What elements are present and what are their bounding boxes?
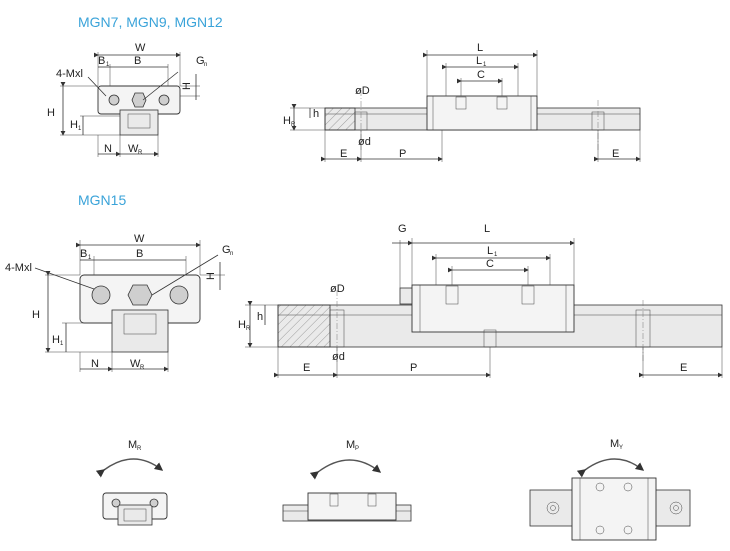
dim-d-small: øD xyxy=(355,85,370,97)
dim-gn-sub-large: n xyxy=(230,251,233,257)
dim-l1-small: L xyxy=(476,55,482,67)
dim-l1-sub-large: 1 xyxy=(494,252,498,258)
dim-hr-small: H xyxy=(283,115,291,127)
dim-b1-small: B xyxy=(98,55,105,67)
dim-e-right-small: E xyxy=(612,148,619,160)
dim-wr-large: W xyxy=(130,358,141,370)
dim-h1-small: H xyxy=(70,119,78,131)
moment-my-sub: Y xyxy=(619,445,623,451)
dim-n-large: N xyxy=(91,358,99,370)
dim-b-large: B xyxy=(136,248,143,260)
dim-e-left-large: E xyxy=(303,362,310,374)
dim-h1-sub-large: 1 xyxy=(60,341,64,347)
dim-h-small: H xyxy=(47,107,55,119)
dim-d-large: øD xyxy=(330,283,345,295)
dim-w-large: W xyxy=(134,233,145,245)
dim-e-left-small: E xyxy=(340,148,347,160)
title-mgn7-9-12: MGN7, MGN9, MGN12 xyxy=(78,14,223,30)
dim-h2-large: H xyxy=(205,272,217,280)
dim-h-lower-large: h xyxy=(257,311,263,323)
dim-mxl-large: 4-Mxl xyxy=(5,262,32,274)
small-side-view xyxy=(290,50,641,162)
mgn15-end-view xyxy=(34,240,225,372)
dim-b1-sub-large: 1 xyxy=(88,255,92,261)
dim-p-large: P xyxy=(410,362,417,374)
dim-gn-sub-small: n xyxy=(204,62,207,68)
title-mgn15: MGN15 xyxy=(78,192,126,208)
small-side-view-labels: L L 1 C øD ød H R h E P E xyxy=(283,42,619,160)
dim-hr-sub-small: R xyxy=(291,122,296,128)
moment-my-figure xyxy=(529,458,691,541)
dim-l-small: L xyxy=(477,42,483,54)
moment-mp-figure xyxy=(282,459,412,522)
moment-mp-sub: P xyxy=(355,446,359,452)
dim-wr-small: W xyxy=(128,143,139,155)
mgn15-side-view-labels: G L L 1 C øD ød H R h E P E xyxy=(238,223,687,374)
moment-mr-sub: R xyxy=(137,446,142,452)
dim-e-right-large: E xyxy=(680,362,687,374)
dim-h-lower-small: h xyxy=(313,108,319,120)
dim-l1-large: L xyxy=(487,245,493,257)
dim-gn-small: G xyxy=(196,55,205,67)
dim-c-large: C xyxy=(486,258,494,270)
moment-mr-figure xyxy=(95,458,168,526)
moment-mr-label: M xyxy=(128,439,137,451)
dim-dsmall-small: ød xyxy=(358,136,371,148)
dim-wr-sub-large: R xyxy=(140,365,145,371)
dim-h1-large: H xyxy=(52,334,60,346)
dim-hr-sub-large: R xyxy=(246,326,251,332)
dim-dsmall-large: ød xyxy=(332,351,345,363)
moment-my-label: M xyxy=(610,438,619,450)
dim-hr-large: H xyxy=(238,319,246,331)
mgn15-side-view xyxy=(245,238,723,378)
dim-w-small: W xyxy=(135,42,146,54)
small-end-view-labels: W B 1 B G n 4-Mxl H H H 1 N W R xyxy=(47,42,207,156)
dim-l1-sub-small: 1 xyxy=(483,62,487,68)
dim-p-small: P xyxy=(399,148,406,160)
small-end-view xyxy=(60,52,200,157)
moment-mp-label: M xyxy=(346,439,355,451)
dim-h2-small: H xyxy=(181,82,193,90)
dim-b1-sub-small: 1 xyxy=(106,62,110,68)
dim-l-large: L xyxy=(484,223,490,235)
dim-gn-large: G xyxy=(222,244,231,256)
dim-wr-sub-small: R xyxy=(138,150,143,156)
dim-h1-sub-small: 1 xyxy=(78,126,82,132)
mgn15-end-view-labels: W B 1 B G n 4-Mxl H H H 1 N W R xyxy=(5,233,233,371)
dim-b1-large: B xyxy=(80,248,87,260)
dim-g-large: G xyxy=(398,223,407,235)
dim-mxl-small: 4-Mxl xyxy=(56,68,83,80)
dim-b-small: B xyxy=(134,55,141,67)
dim-h-large: H xyxy=(32,309,40,321)
dim-n-small: N xyxy=(104,143,112,155)
dim-c-small: C xyxy=(477,69,485,81)
